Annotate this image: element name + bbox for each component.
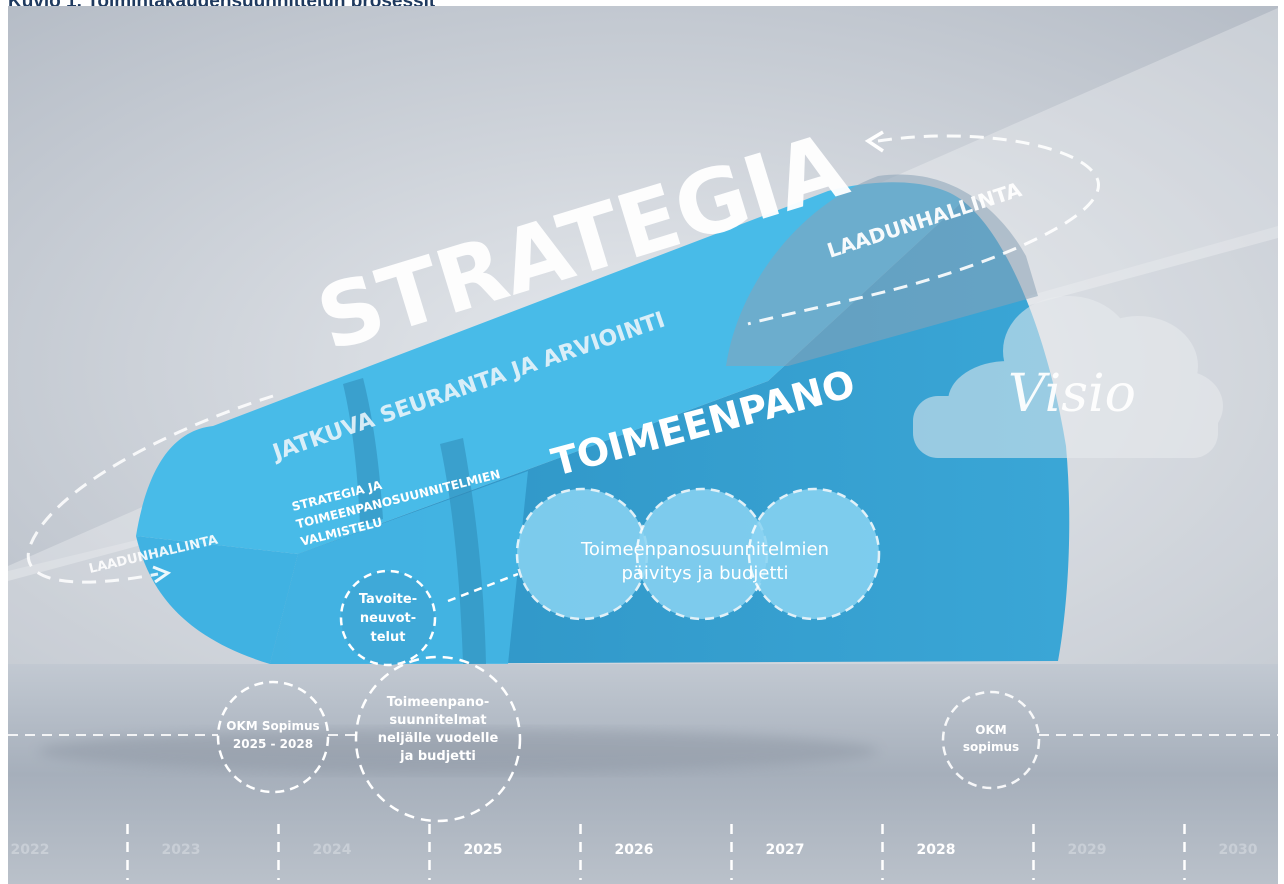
okm-circle-1 — [216, 680, 330, 794]
band-front-curve — [136, 536, 298, 664]
year-label-2027: 2027 — [766, 842, 805, 858]
band-stripe-1 — [343, 378, 383, 526]
okm-2-line-2: sopimus — [963, 740, 1019, 754]
year-label-2025: 2025 — [464, 842, 503, 858]
year-label-2029: 2029 — [1068, 842, 1107, 858]
year-label-2028: 2028 — [917, 842, 956, 858]
plans-circle — [354, 655, 522, 823]
okm-label-1: OKM Sopimus 2025 - 2028 — [226, 719, 319, 751]
year-label-2023: 2023 — [162, 842, 201, 858]
quality-dome — [726, 174, 1038, 366]
okm-circle-2 — [941, 690, 1041, 790]
update-circles — [515, 487, 881, 621]
year-label-2022: 2022 — [11, 842, 50, 858]
upper-quality-loop — [747, 134, 1100, 326]
ground-shadow — [38, 729, 878, 773]
year-label-2030: 2030 — [1219, 842, 1258, 858]
upper-loop-arrow — [864, 130, 884, 153]
tavoite-circle — [339, 569, 437, 667]
okm-label-2: OKM sopimus — [963, 723, 1019, 754]
suunnitelmat-line-2: suunnitelmat — [389, 713, 486, 728]
tavoite-line-1: Tavoite- — [359, 592, 417, 607]
tavoite-line-3: telut — [371, 630, 406, 645]
suunnitelmat-label: Toimeenpano- suunnitelmat neljälle vuode… — [378, 695, 499, 764]
suunnitelmat-line-3: neljälle vuodelle — [378, 731, 499, 746]
tavoite-label: Tavoite- neuvot- telut — [359, 592, 417, 645]
okm-1-line-2: 2025 - 2028 — [233, 737, 313, 751]
suunnitelmat-line-1: Toimeenpano- — [387, 695, 490, 710]
vision-cloud — [913, 296, 1223, 458]
suunnitelmat-line-4: ja budjetti — [399, 749, 476, 764]
ground — [8, 664, 1278, 884]
paivitys-label: Toimeenpanosuunnitelmien päivitys ja bud… — [580, 539, 829, 584]
paivitys-line-2: päivitys ja budjetti — [621, 563, 788, 584]
tavoite-line-2: neuvot- — [360, 611, 416, 626]
visio-label: Visio — [1008, 364, 1136, 424]
connector-tavoite — [447, 572, 519, 603]
band-upper-face — [136, 182, 963, 555]
lower-quality-loop — [26, 394, 274, 584]
year-label-2026: 2026 — [615, 842, 654, 858]
timeline: 2022 2023 2024 2025 2026 2027 2028 2029 2030 — [11, 824, 1258, 880]
band-stripe-2 — [440, 438, 486, 664]
okm-2-line-1: OKM — [975, 723, 1006, 737]
strategy-process-diagram: STRATEGIA JATKUVA SEURANTA JA ARVIOINTI … — [8, 6, 1278, 884]
year-label-2024: 2024 — [313, 842, 352, 858]
lower-loop-arrow — [152, 565, 172, 584]
paivitys-line-1: Toimeenpanosuunnitelmien — [580, 539, 829, 560]
okm-1-line-1: OKM Sopimus — [226, 719, 319, 733]
